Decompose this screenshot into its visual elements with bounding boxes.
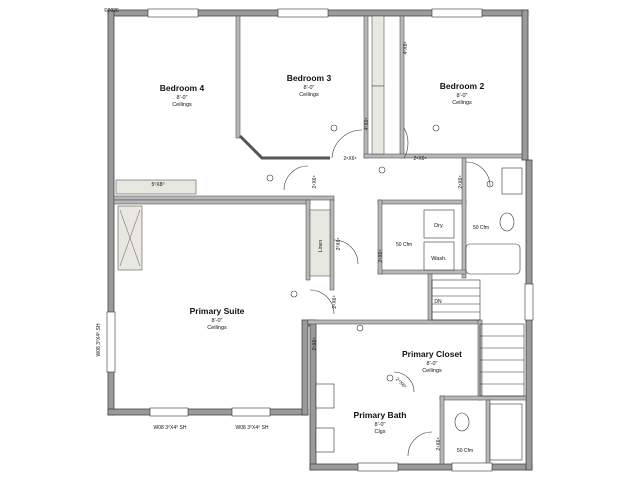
pbath-door-label: 2⁴X6⁸ <box>436 437 442 450</box>
bedroom2-note: Ceilings <box>452 100 472 106</box>
smoke-detectors <box>266 124 494 382</box>
dryer-label: Dry. <box>434 223 444 229</box>
primary-closet-name: Primary Closet <box>402 349 462 359</box>
interior-walls <box>113 15 527 465</box>
bedroom4-height: 8'-0" <box>177 95 188 101</box>
windows <box>106 8 534 472</box>
b2-door-label: 2⁸X6⁸ <box>413 156 426 162</box>
primary-closet-note: Ceilings <box>422 368 442 374</box>
laundry-appliances <box>423 209 455 271</box>
bedroom2-height: 8'-0" <box>457 93 468 99</box>
primary-suite-name: Primary Suite <box>190 306 245 316</box>
bedroom2-name: Bedroom 2 <box>440 81 485 91</box>
bedroom3-name: Bedroom 3 <box>287 73 332 83</box>
bedroom4-name: Bedroom 4 <box>160 83 205 93</box>
linen-door-label: 2⁰X6⁸ <box>336 237 342 250</box>
suite-door-label-2: 2⁸X6⁸ <box>312 337 318 350</box>
b3-door-label: 2⁸X6⁸ <box>343 156 356 162</box>
b4-closet-door-label: 5⁰X8⁰ <box>152 182 165 188</box>
window-label-2: W08 3⁰X4⁰ SH <box>236 425 269 431</box>
bath-fan-label: 50 Cfm <box>473 225 489 231</box>
bedroom3-angled-wall <box>238 134 330 160</box>
washer-label: Wash. <box>431 256 447 262</box>
bedroom4-note: Ceilings <box>172 102 192 108</box>
closet-door-label: 2⁴X6⁸ <box>394 377 408 391</box>
closets <box>115 15 385 277</box>
copyright-text: ©2026 <box>104 7 119 14</box>
suite-door-label: 2⁸X6⁸ <box>332 295 338 308</box>
primary-bath-note: Clgs <box>374 429 385 435</box>
primary-suite-note: Ceilings <box>207 325 227 331</box>
primary-bath-name: Primary Bath <box>354 410 407 420</box>
bath-door-label: 2⁸X6⁸ <box>458 175 464 188</box>
stair-down-label: DN <box>434 299 442 305</box>
laundry-door-label: 2⁸X6⁸ <box>378 249 384 262</box>
linen-cross <box>119 209 141 267</box>
primary-closet-height: 8'-0" <box>427 361 438 367</box>
primary-bath-height: 8'-0" <box>375 422 386 428</box>
window-label-1: W08 3⁰X4⁰ SH <box>154 425 187 431</box>
bedroom3-note: Ceilings <box>299 92 319 98</box>
primary-bath-fixtures <box>315 383 523 461</box>
door-swings <box>283 127 491 457</box>
hall-fan-label: 50 Cfm <box>396 242 412 248</box>
b3-closet-door-label: 4⁰X6⁸ <box>364 117 370 130</box>
bedroom3-height: 8'-0" <box>304 85 315 91</box>
primary-bath-fan-label: 50 Cfm <box>457 448 473 454</box>
stairs <box>431 279 525 397</box>
primary-suite-height: 8'-0" <box>212 318 223 324</box>
window-label-side: W08 3⁰X4⁰ SH <box>96 323 102 356</box>
hall-bath-fixtures <box>465 167 523 275</box>
hall-door-label: 2⁸X6⁸ <box>312 175 318 188</box>
b2-closet-door-label: 4⁰X6⁸ <box>403 41 409 54</box>
linen-label: Linen <box>318 240 324 252</box>
